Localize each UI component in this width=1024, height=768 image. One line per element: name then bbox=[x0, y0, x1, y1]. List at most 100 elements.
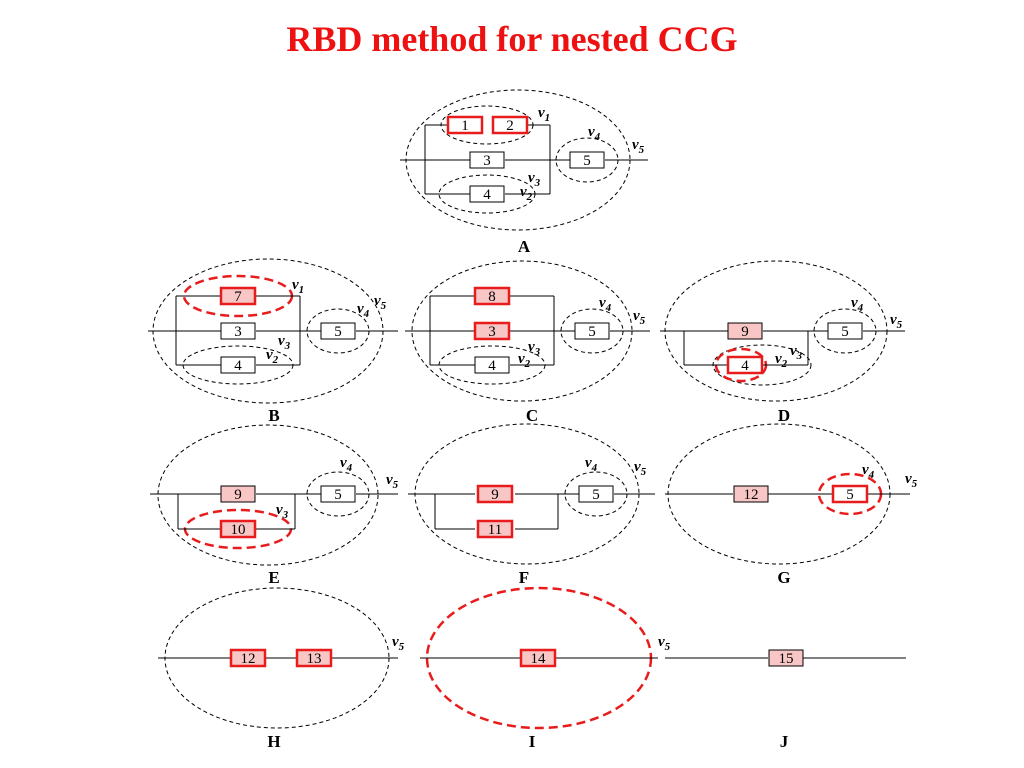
variable-label: v3 bbox=[278, 333, 291, 352]
block-5 bbox=[569, 151, 605, 169]
block-label: 4 bbox=[234, 358, 242, 374]
variable-subscript: 4 bbox=[594, 131, 601, 143]
block-label: 9 bbox=[234, 487, 242, 503]
variable-subscript: 3 bbox=[282, 509, 289, 521]
slide-title: RBD method for nested CCG bbox=[286, 19, 738, 59]
variable-label: v4 bbox=[862, 462, 875, 481]
block-label: 3 bbox=[488, 324, 496, 340]
block-label: 5 bbox=[588, 324, 596, 340]
block-1 bbox=[446, 115, 484, 135]
panel-label-E: E bbox=[268, 568, 279, 587]
panel-label-J: J bbox=[780, 732, 789, 751]
variable-label: v5 bbox=[374, 293, 387, 312]
variable-subscript: 3 bbox=[796, 350, 803, 362]
panel-label-G: G bbox=[777, 568, 790, 587]
panel-label-F: F bbox=[519, 568, 529, 587]
block-label: 15 bbox=[779, 651, 794, 667]
block-5 bbox=[320, 322, 356, 340]
block-5 bbox=[831, 484, 869, 504]
variable-label: v3 bbox=[276, 502, 289, 521]
variable-subscript: 5 bbox=[399, 641, 405, 653]
variable-label: v4 bbox=[851, 295, 864, 314]
variable-label: v1 bbox=[538, 105, 550, 124]
variable-subscript: 4 bbox=[605, 302, 612, 314]
variable-subscript: 5 bbox=[665, 641, 671, 653]
variable-label: v5 bbox=[890, 312, 903, 331]
variable-label: v4 bbox=[340, 455, 353, 474]
block-4 bbox=[474, 356, 510, 374]
block-label: 5 bbox=[334, 324, 342, 340]
block-9 bbox=[220, 485, 256, 503]
block-3 bbox=[469, 151, 505, 169]
block-label: 4 bbox=[483, 187, 491, 203]
block-label: 5 bbox=[841, 324, 849, 340]
variable-subscript: 4 bbox=[346, 462, 353, 474]
block-3 bbox=[473, 321, 511, 341]
block-label: 11 bbox=[488, 522, 502, 538]
group-boundary bbox=[157, 424, 379, 566]
block-9 bbox=[476, 484, 514, 504]
block-4 bbox=[220, 356, 256, 374]
block-label: 3 bbox=[483, 153, 491, 169]
variable-subscript: 1 bbox=[545, 112, 551, 124]
block-label: 2 bbox=[506, 118, 514, 134]
variable-label: v4 bbox=[357, 301, 370, 320]
block-14 bbox=[519, 648, 557, 668]
block-label: 4 bbox=[488, 358, 496, 374]
panel-label-A: A bbox=[518, 237, 531, 256]
variable-subscript: 2 bbox=[272, 354, 279, 366]
variable-label: v2 bbox=[266, 347, 279, 366]
variable-subscript: 2 bbox=[526, 191, 533, 203]
block-label: 13 bbox=[307, 651, 322, 667]
block-5 bbox=[578, 485, 614, 503]
block-label: 9 bbox=[491, 487, 499, 503]
variable-subscript: 4 bbox=[591, 462, 598, 474]
block-5 bbox=[827, 322, 863, 340]
variable-label: v3 bbox=[528, 339, 541, 358]
variable-subscript: 2 bbox=[781, 358, 788, 370]
block-2 bbox=[491, 115, 529, 135]
block-15 bbox=[768, 649, 804, 667]
panel-J: 15J bbox=[665, 649, 906, 751]
variable-subscript: 5 bbox=[912, 478, 918, 490]
block-label: 4 bbox=[741, 358, 749, 374]
panel-label-D: D bbox=[778, 406, 790, 425]
variable-subscript: 3 bbox=[534, 346, 541, 358]
variable-subscript: 5 bbox=[381, 300, 387, 312]
variable-subscript: 5 bbox=[393, 479, 399, 491]
block-4 bbox=[469, 185, 505, 203]
panel-label-C: C bbox=[526, 406, 538, 425]
panel-label-H: H bbox=[267, 732, 280, 751]
block-12 bbox=[229, 648, 267, 668]
variable-subscript: 5 bbox=[639, 144, 645, 156]
block-13 bbox=[295, 648, 333, 668]
block-8 bbox=[473, 286, 511, 306]
block-7 bbox=[219, 286, 257, 306]
block-label: 5 bbox=[583, 153, 591, 169]
variable-subscript: 5 bbox=[641, 466, 647, 478]
block-4 bbox=[726, 355, 764, 375]
block-10 bbox=[219, 519, 257, 539]
panel-label-I: I bbox=[529, 732, 536, 751]
variable-label: v3 bbox=[790, 343, 803, 362]
variable-label: v4 bbox=[599, 295, 612, 314]
variable-label: v4 bbox=[585, 455, 598, 474]
variable-label: v5 bbox=[658, 634, 671, 653]
block-5 bbox=[574, 322, 610, 340]
block-label: 14 bbox=[531, 651, 547, 667]
block-label: 12 bbox=[241, 651, 256, 667]
variable-subscript: 1 bbox=[299, 284, 305, 296]
variable-subscript: 4 bbox=[857, 302, 864, 314]
panel-I: 14 v5I bbox=[420, 586, 671, 751]
variable-subscript: 3 bbox=[284, 340, 291, 352]
block-label: 8 bbox=[488, 289, 496, 305]
variable-label: v5 bbox=[633, 308, 646, 327]
block-label: 9 bbox=[741, 324, 749, 340]
variable-subscript: 5 bbox=[640, 315, 646, 327]
